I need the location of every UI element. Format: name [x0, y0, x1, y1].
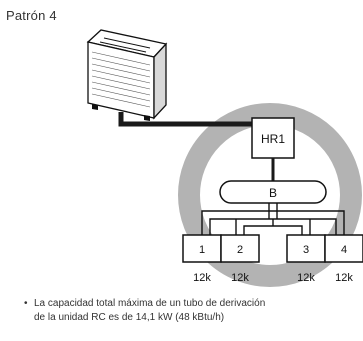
indoor-unit-4-capacity: 12k [335, 272, 353, 284]
note-bullet: • [24, 298, 28, 309]
indoor-unit-1-capacity: 12k [193, 272, 211, 284]
note-line-1: La capacidad total máxima de un tubo de … [34, 298, 266, 309]
indoor-unit-1-number: 1 [199, 244, 205, 256]
indoor-unit-4-number: 4 [341, 244, 347, 256]
main-pipe [118, 112, 252, 127]
capacity-note: • La capacidad total máxima de un tubo d… [24, 297, 363, 325]
indoor-unit-4-box [324, 234, 363, 263]
branch-piping [201, 203, 345, 235]
indoor-unit-2-number: 2 [237, 244, 243, 256]
hr-unit-area-ring [178, 103, 362, 287]
indoor-unit-3-capacity: 12k [297, 272, 315, 284]
note-line-2: de la unidad RC es de 14,1 kW (48 kBtu/h… [34, 312, 225, 323]
outdoor-unit-icon [86, 29, 168, 121]
indoor-unit-3-number: 3 [303, 244, 309, 256]
branch-pill [219, 180, 327, 204]
hr1-label: HR1 [261, 132, 285, 146]
pattern-title: Patrón 4 [6, 8, 57, 23]
branch-label: B [269, 186, 277, 200]
indoor-unit-2-capacity: 12k [231, 272, 249, 284]
indoor-unit-2-box [220, 234, 260, 263]
indoor-unit-3-box [286, 234, 326, 263]
